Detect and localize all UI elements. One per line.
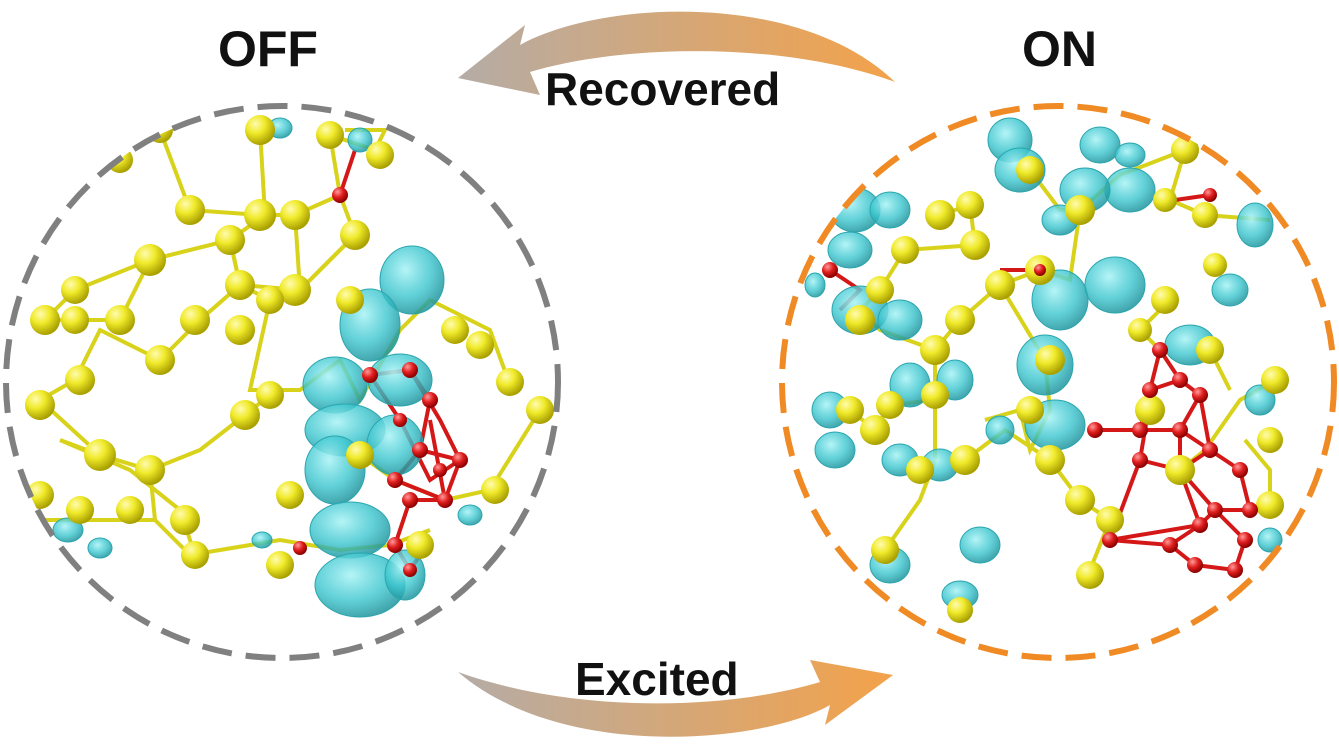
off-structure	[25, 106, 554, 618]
off-boundary	[3, 103, 561, 661]
on-boundary	[779, 103, 1337, 661]
excited-label: Excited	[575, 653, 739, 705]
off-state-label: OFF	[218, 21, 318, 77]
recovered-arrow	[458, 11, 895, 95]
on-state-label: ON	[1022, 21, 1097, 77]
recovered-label: Recovered	[545, 63, 781, 115]
on-structure	[804, 117, 1289, 623]
excited-arrow	[458, 660, 893, 737]
